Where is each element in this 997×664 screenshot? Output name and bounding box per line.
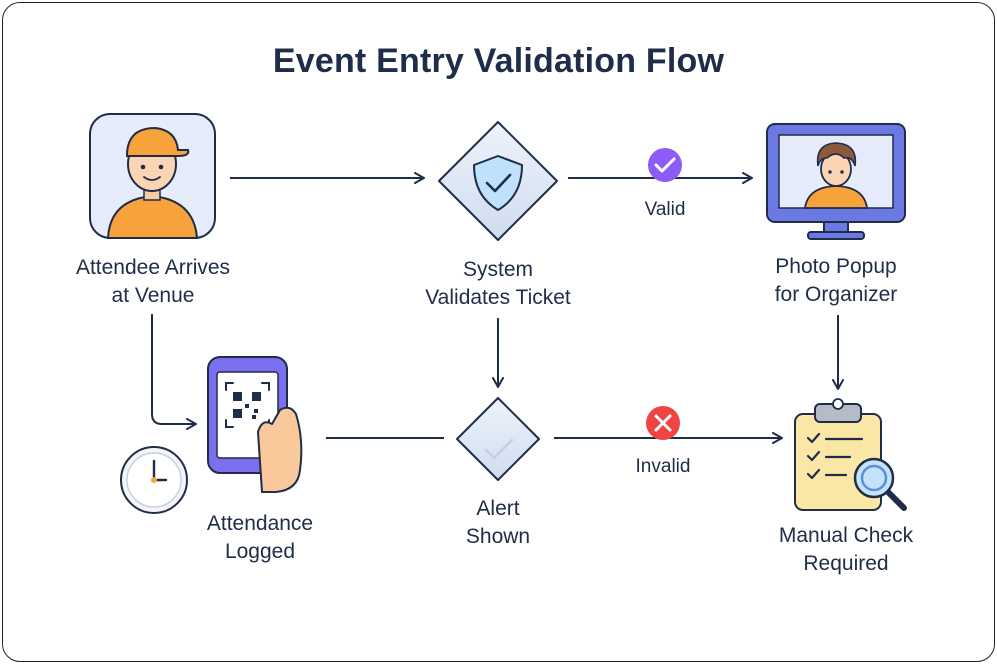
node-label-manual-line2: Required <box>803 552 889 575</box>
node-label-attendance-line2: Logged <box>224 540 296 563</box>
node-label-attendee-line2: at Venue <box>111 284 195 307</box>
node-label-attendance-line1: Attendance <box>206 512 314 535</box>
node-label-alert: Alert Shown <box>408 495 588 551</box>
node-label-attendee: Attendee Arrives at Venue <box>42 254 264 310</box>
node-label-validate-line1: System <box>462 258 533 281</box>
node-label-manual: Manual Check Required <box>736 522 956 578</box>
phone-qr-icon <box>207 356 303 493</box>
node-label-alert-line1: Alert <box>476 497 520 520</box>
node-label-alert-line2: Shown <box>465 525 531 548</box>
node-label-photo: Photo Popup for Organizer <box>726 253 946 309</box>
node-label-attendee-line1: Attendee Arrives <box>75 256 231 279</box>
diagram-title: Event Entry Validation Flow <box>272 42 725 80</box>
person-cap-icon <box>89 113 216 239</box>
arrow-attendee-to-attendance <box>151 314 197 430</box>
node-label-validate-line2: Validates Ticket <box>425 286 571 309</box>
edge-label-invalid: Invalid <box>635 456 691 477</box>
valid-check-icon <box>648 148 682 182</box>
diamond-check-icon <box>456 397 540 481</box>
node-label-validate: System Validates Ticket <box>388 256 608 312</box>
shield-check-icon <box>438 121 558 241</box>
node-label-photo-line2: for Organizer <box>774 283 898 306</box>
node-label-photo-line1: Photo Popup <box>775 255 897 278</box>
edge-label-valid: Valid <box>644 199 686 220</box>
clipboard-magnifier-icon <box>794 398 907 511</box>
invalid-x-icon <box>646 406 680 440</box>
monitor-person-icon <box>766 123 906 240</box>
clock-icon <box>120 446 188 514</box>
node-label-attendance: Attendance Logged <box>150 510 370 566</box>
node-label-manual-line1: Manual Check <box>778 524 914 547</box>
